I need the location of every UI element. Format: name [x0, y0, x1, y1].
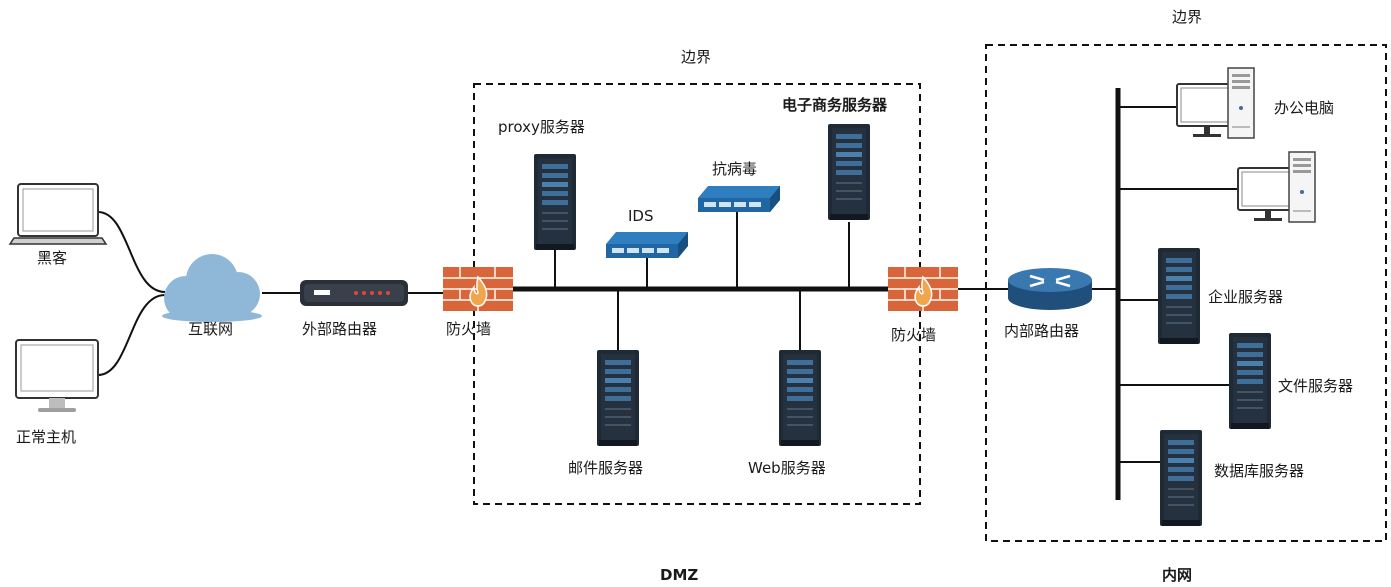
database-server-label: 数据库服务器 [1214, 462, 1304, 480]
switch-icon [698, 186, 780, 212]
ecommerce-server-label: 电子商务服务器 [782, 96, 888, 114]
enterprise-server-label: 企业服务器 [1208, 288, 1283, 306]
mail-server-label: 邮件服务器 [568, 459, 643, 477]
normal-host-label: 正常主机 [16, 428, 76, 446]
proxy-server-label: proxy服务器 [498, 118, 585, 136]
web-server-label: Web服务器 [748, 459, 826, 477]
server-icon [1160, 430, 1202, 526]
firewall-icon [442, 266, 514, 312]
dmz-label: DMZ [660, 566, 698, 584]
dmz-boundary [473, 83, 921, 505]
internal-router-label: 内部路由器 [1004, 322, 1079, 340]
firewall-left-label: 防火墙 [446, 320, 491, 338]
server-icon [597, 350, 639, 446]
router-icon [300, 280, 408, 306]
firewall-icon [887, 266, 959, 312]
server-icon [1158, 248, 1200, 344]
tower-icon [1288, 151, 1316, 223]
antivirus-label: 抗病毒 [712, 160, 757, 178]
intranet-boundary [985, 44, 1387, 542]
file-server-label: 文件服务器 [1278, 377, 1353, 395]
internal-router-icon [1008, 268, 1092, 310]
cloud-icon [162, 254, 262, 322]
hacker-label: 黑客 [37, 249, 67, 267]
dmz-boundary-label: 边界 [681, 48, 711, 66]
switch-icon [606, 232, 688, 258]
external-router-label: 外部路由器 [302, 320, 377, 338]
server-icon [1229, 333, 1271, 429]
ids-label: IDS [628, 207, 654, 225]
server-icon [828, 124, 870, 220]
intranet-label: 内网 [1162, 566, 1192, 584]
tower-icon [1227, 67, 1255, 139]
server-icon [779, 350, 821, 446]
office-pc-label: 办公电脑 [1274, 99, 1334, 117]
connection-lines [97, 88, 1238, 500]
intranet-boundary-label: 边界 [1172, 8, 1202, 26]
server-icon [534, 154, 576, 250]
firewall-right-label: 防火墙 [891, 326, 936, 344]
desktop-computer-icon [15, 339, 99, 412]
laptop-icon [8, 183, 108, 245]
internet-label: 互联网 [188, 320, 233, 338]
